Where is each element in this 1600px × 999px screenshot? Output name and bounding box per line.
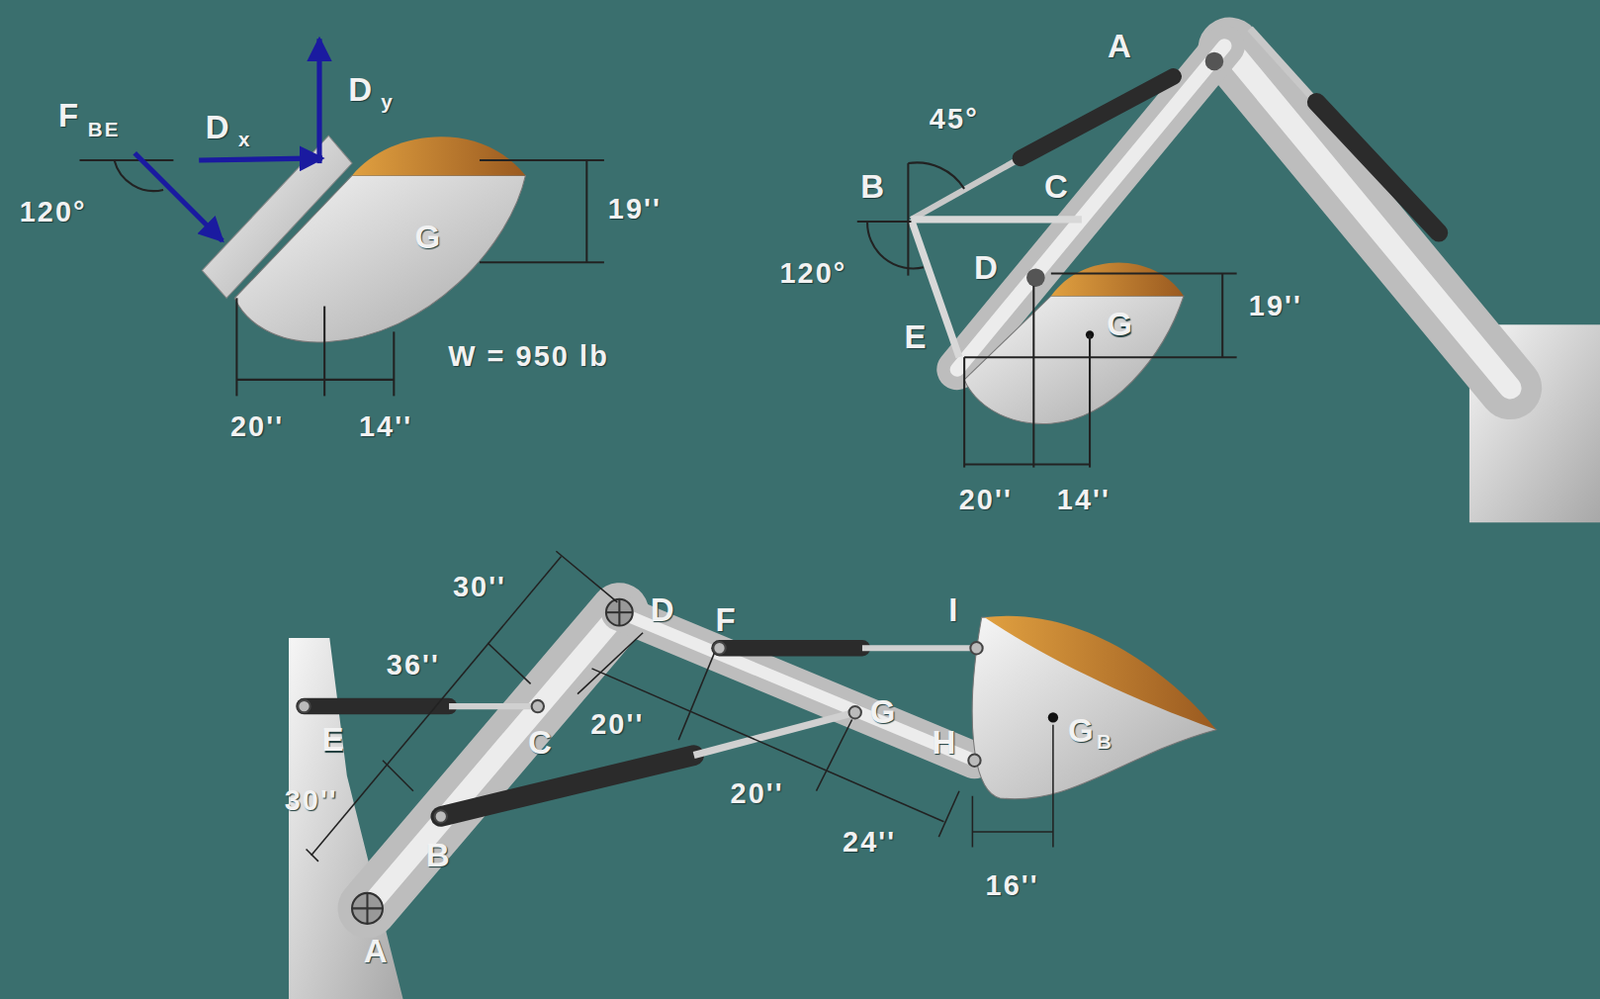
- dimension-label: 30'': [452, 572, 507, 602]
- dimension-label: 19'': [1248, 291, 1303, 321]
- point-label: B: [426, 838, 452, 872]
- dimension-label: 24'': [842, 827, 896, 857]
- dimension-label: 20'': [959, 485, 1013, 515]
- point-label: F: [715, 603, 738, 636]
- point-label: I: [948, 594, 960, 627]
- point-label: D: [974, 251, 1000, 284]
- point-label: H: [932, 725, 959, 759]
- weight-label: W = 950 lb: [447, 343, 610, 372]
- angle-label: 120°: [779, 259, 847, 288]
- force-name: D: [348, 73, 374, 106]
- dimension-label: 20'': [730, 779, 785, 808]
- loader-arm: [288, 550, 1217, 999]
- force-name: F: [58, 98, 81, 132]
- force-subscript: x: [238, 128, 253, 150]
- point-label: E: [904, 320, 929, 354]
- dimension-label: 20'': [230, 412, 284, 442]
- force-name: D: [205, 110, 232, 144]
- dimension-label: 20'': [590, 710, 644, 739]
- backhoe-side: [857, 28, 1600, 523]
- point-label: B: [860, 170, 887, 203]
- angle-label: 120°: [19, 197, 88, 227]
- point-label: C: [1044, 170, 1070, 203]
- point-label: C: [528, 725, 554, 759]
- point-label: G: [415, 220, 444, 254]
- dimension-label: 30'': [284, 787, 339, 816]
- angle-label: 45°: [929, 104, 979, 134]
- point-label: G: [1067, 713, 1096, 747]
- dimension-label: 14'': [1057, 485, 1111, 515]
- point-label: A: [1107, 29, 1134, 63]
- point-label: A: [363, 934, 390, 968]
- dimension-label: 16'': [985, 871, 1040, 900]
- force-subscript: BE: [88, 119, 121, 141]
- point-label: G: [1106, 308, 1135, 342]
- point-subscript: B: [1096, 731, 1114, 753]
- point-label: D: [650, 594, 677, 627]
- dimension-label: 36'': [386, 650, 441, 680]
- point-label: G: [870, 695, 898, 728]
- dimension-label: 19'': [608, 194, 662, 224]
- force-subscript: y: [380, 91, 395, 113]
- dimension-label: 14'': [358, 412, 413, 442]
- point-label: E: [321, 723, 346, 757]
